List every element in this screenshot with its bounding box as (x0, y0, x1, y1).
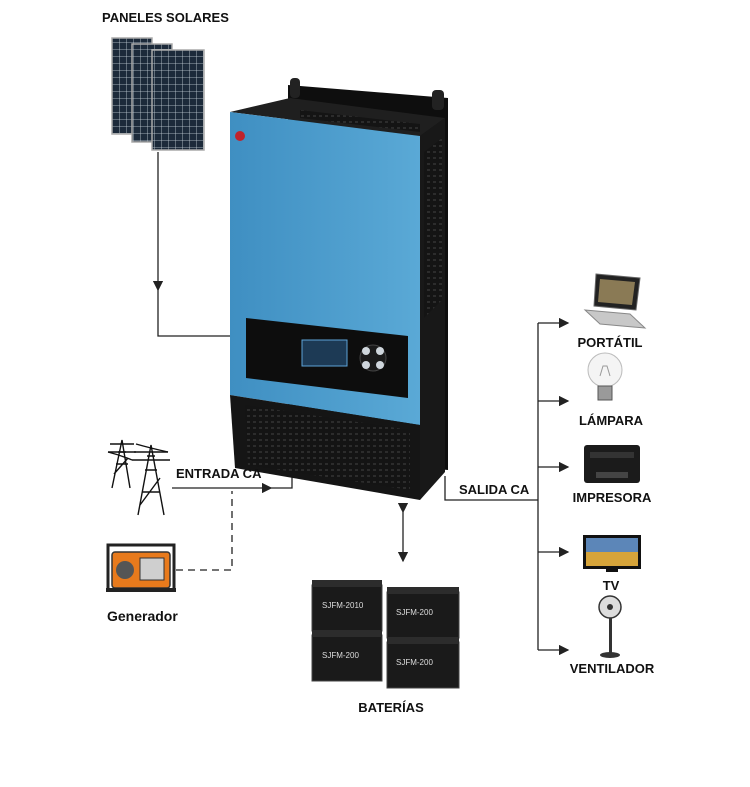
batteries-label: BATERÍAS (358, 700, 424, 715)
generator-label: Generador (107, 608, 178, 624)
battery-label-4: SJFM-200 (396, 658, 433, 667)
load-label-laptop: PORTÁTIL (577, 335, 643, 350)
inverter-unit (230, 78, 448, 500)
battery-label-2: SJFM-200 (396, 608, 433, 617)
fan-icon (598, 595, 622, 658)
generator-icon (106, 543, 176, 592)
ac-output-label: SALIDA CA (459, 482, 530, 497)
ac-input-label: ENTRADA CA (176, 466, 262, 481)
battery-label-3: SJFM-200 (322, 651, 359, 660)
load-label-tv: TV (602, 578, 620, 593)
laptop-icon (583, 273, 647, 329)
lamp-icon (587, 352, 623, 401)
load-label-lamp: LÁMPARA (578, 413, 644, 428)
load-label-printer: IMPRESORA (572, 490, 652, 505)
load-label-fan: VENTILADOR (569, 661, 655, 676)
printer-icon (584, 445, 640, 483)
battery-label-1: SJFM-2010 (322, 601, 364, 610)
solar-panels-label: PANELES SOLARES (102, 10, 229, 25)
connection-lines (152, 152, 570, 656)
solar-panels-icon (111, 37, 205, 151)
tv-icon (583, 535, 641, 572)
power-tower-icon (107, 439, 170, 516)
battery-bank-icon: SJFM-2010 SJFM-200 SJFM-200 SJFM-200 (311, 580, 460, 689)
